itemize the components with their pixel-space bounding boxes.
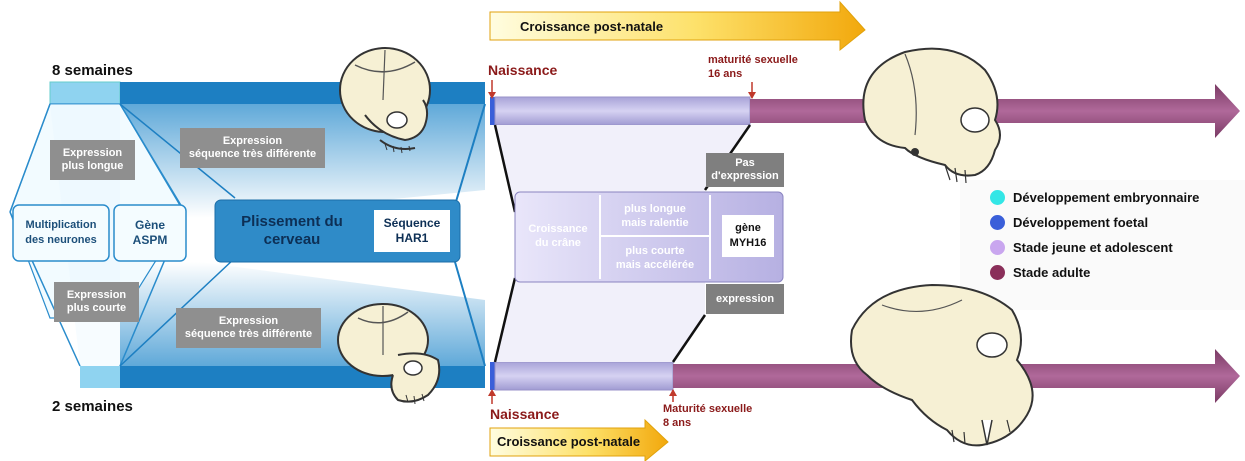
expression-box: expression <box>706 284 784 314</box>
sexual-maturity-chimp-label: Maturité sexuelle 8 ans <box>663 402 752 430</box>
no-expression-box: Pas d'expression <box>706 153 784 187</box>
adult-chimp-skull <box>842 280 1052 455</box>
gene-myh16-box: gène MYH16 <box>722 215 774 257</box>
shorter-faster-label: plus courte mais accélérée <box>602 240 708 276</box>
age-8-weeks-label: 8 semaines <box>52 62 133 79</box>
legend-dot-fetal <box>990 215 1005 230</box>
birth-label-top: Naissance <box>488 62 557 78</box>
legend-label-adult: Stade adulte <box>1013 265 1090 280</box>
legend-label-juvenile: Stade jeune et adolescent <box>1013 240 1173 255</box>
sexual-maturity-human-label: maturité sexuelle 16 ans <box>708 53 798 81</box>
expression-sequence-top-box: Expression séquence très différente <box>180 128 325 168</box>
skull-growth-label: Croissance du crâne <box>518 214 598 258</box>
legend-item-embryonic: Développement embryonnaire <box>990 190 1199 205</box>
legend-dot-embryonic <box>990 190 1005 205</box>
legend-item-juvenile: Stade jeune et adolescent <box>990 240 1173 255</box>
infant-chimp-skull-2-weeks <box>328 300 453 410</box>
infant-human-skull-8-weeks <box>325 40 445 160</box>
legend-label-embryonic: Développement embryonnaire <box>1013 190 1199 205</box>
expression-longer-box: Expression plus longue <box>50 140 135 180</box>
legend-dot-adult <box>990 265 1005 280</box>
expression-sequence-bottom-box: Expression séquence très différente <box>176 308 321 348</box>
legend-item-adult: Stade adulte <box>990 265 1090 280</box>
gene-aspm-label: Gène ASPM <box>115 206 185 260</box>
legend-label-fetal: Développement foetal <box>1013 215 1148 230</box>
expression-shorter-box: Expression plus courte <box>54 282 139 322</box>
birth-label-bottom: Naissance <box>490 406 559 422</box>
brain-folding-label: Plissement du cerveau <box>222 208 362 254</box>
neuron-multiplication-label: Multiplication des neurones <box>14 206 108 260</box>
har1-sequence-box: Séquence HAR1 <box>374 210 450 252</box>
postnatal-growth-arrow-top-label: Croissance post-natale <box>520 19 663 34</box>
adult-human-skull <box>845 40 1015 190</box>
legend-item-fetal: Développement foetal <box>990 215 1148 230</box>
age-2-weeks-label: 2 semaines <box>52 398 133 415</box>
postnatal-growth-arrow-bottom-label: Croissance post-natale <box>497 434 640 449</box>
longer-slower-label: plus longue mais ralentie <box>602 198 708 234</box>
legend-dot-juvenile <box>990 240 1005 255</box>
